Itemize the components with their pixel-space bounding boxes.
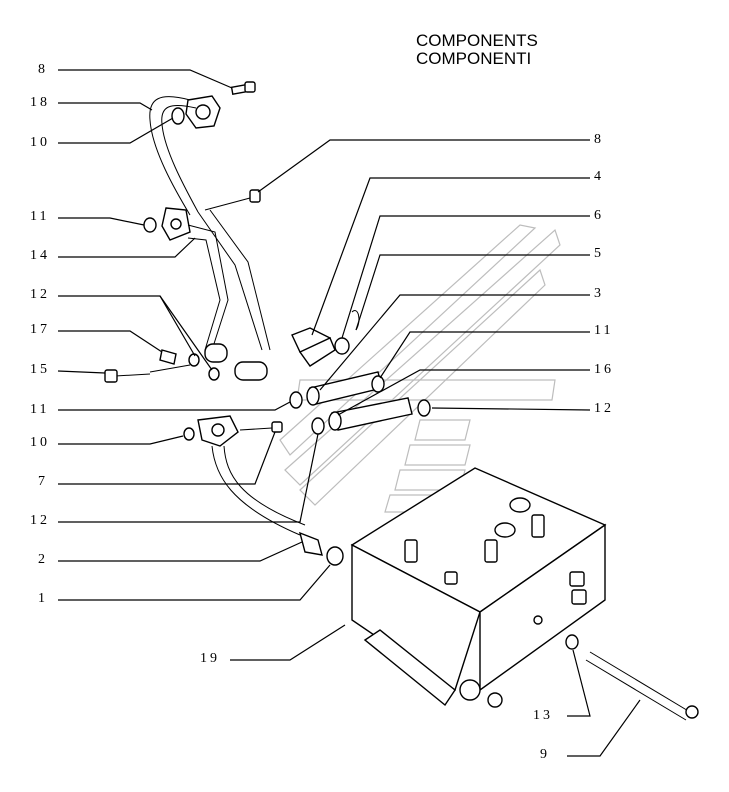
callout-16: 16 [594,362,614,377]
callouts: 8 18 10 8 4 6 11 14 5 12 3 17 [30,62,641,762]
bolt-middle [204,189,261,211]
title-line-1: COMPONENTS [416,31,538,50]
leader-11-right [379,331,590,379]
callout-10-top: 10 [30,135,50,150]
callout-11-mid: 11 [30,402,49,417]
title-line-2: COMPONENTI [416,49,531,68]
leader-12-lower [58,433,319,523]
bolt-top [230,81,256,95]
callout-1: 1 [38,591,48,606]
leader-4 [311,177,590,336]
callout-12-top: 12 [30,287,50,302]
callout-3: 3 [594,286,604,301]
leader-16 [337,369,590,416]
leader-17 [58,330,163,353]
watermark-logo [279,224,561,513]
leader-12-top-a [58,295,196,357]
callout-10-lower: 10 [30,435,50,450]
leader-10-lower [58,435,184,445]
callout-6: 6 [594,208,604,223]
leader-8-top [58,69,233,89]
callout-8-top: 8 [38,62,48,77]
leader-7 [58,431,276,485]
leader-9 [567,699,641,757]
callout-13: 13 [533,708,553,723]
callout-15: 15 [30,362,50,377]
leader-11-mid [58,401,291,411]
leader-13 [567,649,591,717]
callout-12-lower: 12 [30,513,50,528]
upper-flange-tube [149,95,271,351]
valve-block [350,467,699,721]
leader-8-right [257,139,590,193]
tube-14-flange [143,207,229,351]
callout-4: 4 [594,169,604,184]
diagram-title: COMPONENTS COMPONENTI [416,31,538,68]
fitting-block [291,310,360,367]
leader-11-left [58,217,145,226]
callout-5: 5 [594,246,604,261]
callout-11-right: 11 [594,323,613,338]
callout-12-right: 12 [594,401,614,416]
leader-10-top [58,117,174,144]
leader-1 [58,564,331,601]
leader-6 [341,215,590,339]
leader-18 [58,102,153,111]
callout-9: 9 [540,747,550,762]
callout-8-right: 8 [594,132,604,147]
leader-12-right [431,407,591,411]
leader-14 [58,237,196,258]
leader-15 [57,370,106,374]
pipes-and-seals [289,371,431,435]
leader-2 [58,541,303,562]
callout-7: 7 [38,474,48,489]
callout-18: 18 [30,95,50,110]
lower-flange-tube [183,415,344,566]
callout-11-left: 11 [30,209,49,224]
leader-12-top-b [159,295,213,371]
leader-19 [230,624,346,661]
banjo-fittings [104,343,268,383]
callout-14: 14 [30,248,50,263]
callout-17: 17 [30,322,50,337]
callout-19: 19 [200,651,220,666]
leader-5 [355,254,590,331]
callout-2: 2 [38,552,48,567]
leader-3 [319,294,590,391]
